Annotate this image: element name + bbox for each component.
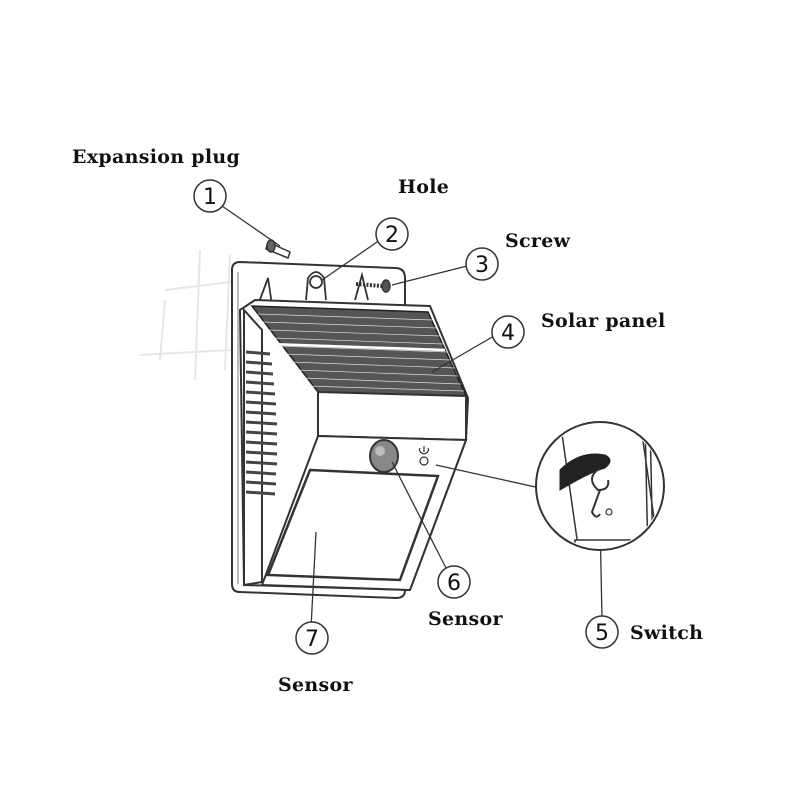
svg-text:3: 3 (475, 253, 489, 278)
svg-text:6: 6 (447, 571, 461, 596)
label-expansion-plug: Expansion plug (72, 146, 241, 168)
label-sensor-6: Sensor (428, 608, 503, 630)
lamp-window (266, 468, 440, 582)
svg-text:1: 1 (203, 185, 217, 210)
leader-lines (221, 205, 603, 629)
switch-detail (535, 421, 665, 551)
callout-7: 7 (295, 621, 329, 655)
callout-4: 4 (491, 315, 525, 349)
label-sensor-7: Sensor (278, 674, 353, 696)
solar-cells (257, 313, 465, 392)
callout-2: 2 (375, 217, 409, 251)
screw-icon (355, 279, 391, 293)
svg-text:5: 5 (595, 621, 609, 646)
svg-text:7: 7 (305, 627, 319, 652)
label-screw: Screw (505, 230, 571, 252)
callout-3: 3 (465, 247, 499, 281)
hole-icon (305, 271, 327, 301)
mounting-tabs (257, 271, 369, 306)
label-solar-panel: Solar panel (541, 310, 666, 332)
callout-1: 1 (193, 179, 227, 213)
callout-6: 6 (437, 565, 471, 599)
pir-sensor-icon (369, 439, 399, 473)
vents (245, 350, 278, 496)
power-indicator-icon (418, 446, 430, 466)
svg-text:2: 2 (385, 223, 399, 248)
label-hole: Hole (398, 176, 450, 198)
label-switch: Switch (630, 622, 704, 644)
callout-5: 5 (585, 615, 619, 649)
expansion-plug-icon (265, 239, 291, 259)
svg-text:4: 4 (501, 321, 515, 346)
